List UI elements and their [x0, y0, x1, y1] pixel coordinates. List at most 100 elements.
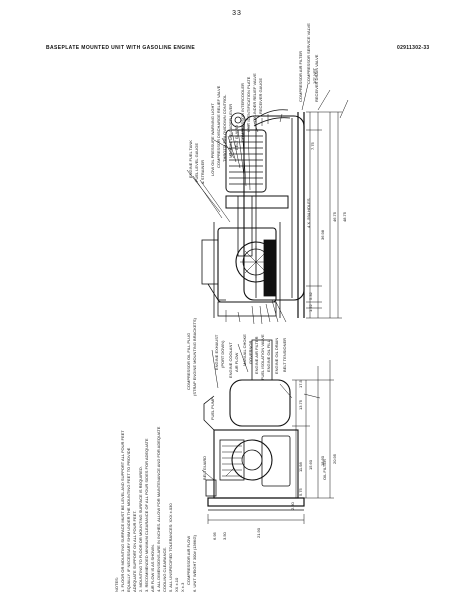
- side-engine-flywheel: [231, 439, 273, 481]
- label-compressor-air-filter: COMPRESSOR AIR FILTER: [298, 51, 303, 102]
- side-view-dimension-values: 13.75 17.5 11.98 15.60 18.60 20.95 5.75 …: [212, 379, 337, 540]
- dim-36-98: 36.98: [320, 229, 325, 240]
- label-intercooler: COMPRESSOR INTERCOOLER: [240, 83, 245, 142]
- label-receiver-drain: RECEIVER DRAIN VALVE: [314, 54, 319, 102]
- dim-7-75: 7.75: [310, 141, 315, 150]
- notes-line: EQUALLY. IF NECESSARY SHIM UNDER THE MOU…: [126, 447, 131, 592]
- notes-line: 6. UNIT WEIGHT 300# (136KG): [192, 534, 197, 592]
- side-engine-flywheel: [241, 449, 263, 471]
- belt-guard-body: [237, 195, 253, 257]
- side-engine-cylinder: [219, 439, 245, 481]
- notes-line: 3. RECOMMENDED MINIMUM CLEARANCE OF ALL …: [144, 438, 149, 592]
- side-engine-fins: [222, 445, 242, 477]
- label-fuel-pump: FUEL PUMP: [210, 397, 215, 420]
- top-view-labels: ENGINE FUEL TANK FUEL LEVEL GAUGE & STRA…: [188, 23, 319, 184]
- compressor-body: [225, 129, 267, 193]
- dim-46-75: 46.75: [332, 211, 337, 222]
- side-receiver-tank: [229, 379, 291, 427]
- label-governor: GOVERNOR: [248, 341, 253, 364]
- nameplate-box: [263, 239, 277, 297]
- nameplate-text: SCHRAMM: [268, 266, 274, 292]
- label-engine-oil-fill: ENGINE OIL FILL: [266, 339, 271, 372]
- side-belt-guard: [261, 435, 291, 487]
- dim-4-holes: 4 X .594 HOLES: [306, 198, 311, 228]
- label-engine-coolant: ENGINE COOLANT: [228, 342, 233, 378]
- side-view-labels: FUEL PUMP BELTGUARD OIL FILTER COMPRESSO…: [186, 397, 327, 585]
- label-throttle-blowdown: THROTTLE/BLOWDOWN CONTROL: [222, 94, 227, 162]
- document-number: 02911302-33: [397, 45, 430, 51]
- intercooler-tube: [253, 117, 291, 127]
- dim-5-75: 5.75: [298, 487, 303, 496]
- dim-11-98: 11.98: [298, 462, 303, 472]
- engine-base: [217, 301, 277, 317]
- dim-17-5: 17.5: [298, 379, 303, 388]
- label-engine-fuel-tank: ENGINE FUEL TANK: [188, 140, 193, 178]
- label-compressor-air-flow: COMPRESSOR AIR FLOW: [186, 536, 191, 585]
- label-fuel-isolation: FUEL ISOLATION VALVE: [260, 334, 265, 380]
- side-view: [203, 339, 305, 511]
- notes-line: X ±.3: [180, 582, 185, 592]
- dim-2-50: 2.50: [290, 501, 295, 510]
- notes-line: 4. ALL DIMENSIONS ARE IN INCHES. ALLOW F…: [156, 426, 161, 592]
- notes-line: ADEQUATE SUPPORT ON ALL FOUR FEET.: [132, 511, 137, 592]
- top-view-leaders: [186, 83, 349, 325]
- dim-5-32: 5.32: [308, 291, 313, 300]
- compressor-air-filter-shape: [234, 116, 242, 124]
- notes-line: AIR FLOW IS AS SHOWN.: [150, 544, 155, 592]
- notes-line: NOTES:: [114, 577, 119, 592]
- label-discharge-relief: COMPRESSOR DISCHARGE RELIEF VALVE: [216, 85, 221, 168]
- label-engine-air-filter: ENGINE AIR FILTER: [254, 336, 259, 374]
- top-view-dimension-values: 7.75 48.75 46.75 4 X .594 HOLES 36.98 5.…: [306, 141, 347, 312]
- dim-13-75: 13.75: [298, 399, 303, 410]
- label-strap-mount: (STRAP ENGINE MOUNTING BRACKETS): [192, 317, 197, 396]
- notes-line: 2. MOUNTING TO FLOOR OR MOUNTING SURFACE…: [138, 466, 143, 592]
- label-cylinder-relief: CYLINDER RELIEF VALVE: [252, 73, 257, 122]
- notes-line: 5. ALL UNSPECIFIED TOLERANCES: XXX ±.030: [168, 503, 173, 592]
- dim-6-95: 6.95: [212, 531, 217, 540]
- bottom-top-view-labels: COMPRESSOR OIL FILL PLUG (STRAP ENGINE M…: [186, 317, 287, 396]
- belt-guard-shape: [225, 195, 289, 209]
- notes-line: XX ±.10: [174, 577, 179, 592]
- label-engine-exhaust: ENGINE EXHAUST: [214, 334, 219, 370]
- top-view: [201, 109, 305, 318]
- side-oil-filter-shape: [205, 479, 217, 497]
- dim-1-22: 1.22: [308, 303, 313, 312]
- label-belt-tensioner: BELT TENSIONER: [282, 338, 287, 372]
- label-oil-filter: OIL FILTER: [322, 459, 327, 480]
- notes-line: 1. FLOOR OR MOUNTING SURFACE MUST BE LEV…: [120, 430, 125, 592]
- dim-21-90: 21.90: [256, 527, 261, 538]
- label-manual-unloader: MANUAL UNLOADER LEVER: [228, 104, 233, 158]
- intercooler-tube: [253, 109, 289, 121]
- compressor-air-filter-shape: [230, 112, 246, 128]
- side-exhaust-pipe: [251, 339, 273, 380]
- label-beltguard: BELTGUARD: [202, 456, 207, 480]
- engine-fuel-line: [207, 283, 226, 301]
- label-receiver-gauge: RECEIVER GAUGE: [258, 78, 263, 114]
- dim-18-60: 18.60: [320, 455, 325, 466]
- label-compressor-oil-fill: COMPRESSOR OIL FILL PLUG: [186, 333, 191, 390]
- label-low-oil-light: LOW OIL PRESSURE WARNING LIGHT: [210, 103, 215, 176]
- top-view-dimensions: [306, 111, 342, 319]
- side-fuel-line: [203, 395, 215, 431]
- label-engine-coolant-2: AIR FLOW: [234, 352, 239, 372]
- side-view-dimensions: [207, 360, 334, 524]
- dim-3-50: 3.50: [222, 531, 227, 540]
- label-engine-exhaust-port: (PORT DOWN): [220, 340, 225, 368]
- notes-line: COOLING CLEARANCE.: [162, 547, 167, 592]
- header-title: BASEPLATE MOUNTED UNIT WITH GASOLINE ENG…: [46, 45, 196, 51]
- page-number: 33: [232, 10, 242, 17]
- label-belt-guard: BELT GUARD: [234, 125, 239, 150]
- label-fuel-level-gauge: FUEL LEVEL GAUGE: [194, 143, 199, 182]
- label-id-plate: UNIT IDENTIFICATION PLATE: [246, 76, 251, 132]
- label-strainer: & STRAINER: [200, 160, 205, 184]
- compressor-fins: [229, 135, 263, 185]
- label-manual-choke: MANUAL CHOKE: [242, 334, 247, 366]
- label-engine-oil-drain: ENGINE OIL DRAIN: [274, 338, 279, 374]
- label-compressor-service-valve: COMPRESSOR SERVICE VALVE: [306, 23, 311, 84]
- side-view-leaders: [201, 343, 321, 481]
- label-compressor-service-valve-size: 1/2" NPT: [312, 67, 317, 84]
- dim-15-60: 15.60: [308, 459, 313, 470]
- dim-20-95: 20.95: [332, 453, 337, 464]
- side-baseplate: [207, 497, 305, 507]
- dim-48-75: 48.75: [342, 211, 347, 222]
